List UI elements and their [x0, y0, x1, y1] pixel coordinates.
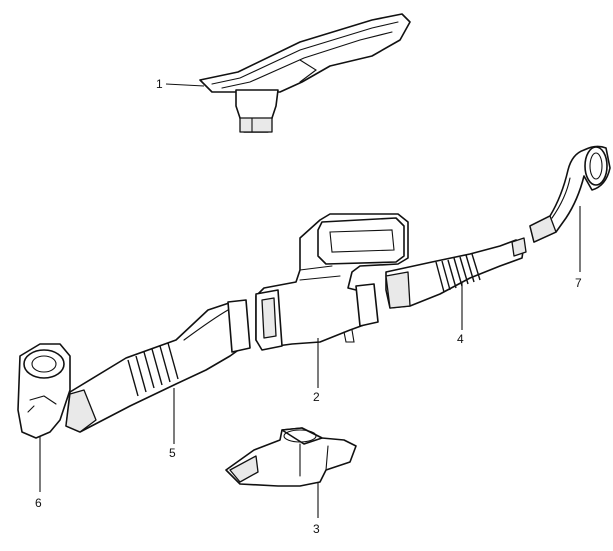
part-2-center-housing [255, 213, 409, 351]
callout-labels: 1 2 3 4 5 6 7 [35, 77, 582, 536]
callout-4: 4 [457, 332, 464, 346]
callout-7: 7 [575, 276, 582, 290]
part-4-ribbed-hose [385, 237, 527, 309]
part-7-vent-hose [529, 145, 611, 243]
part-1-defroster-vent [199, 13, 411, 133]
callout-1: 1 [156, 77, 163, 91]
leader-lines [39, 83, 581, 518]
leader-1 [165, 83, 205, 87]
callout-3: 3 [313, 522, 320, 536]
part-6-end-vent [17, 343, 71, 439]
callout-5: 5 [169, 446, 176, 460]
callout-6: 6 [35, 496, 42, 510]
callout-2: 2 [313, 390, 320, 404]
part-5-ribbed-duct [65, 299, 251, 433]
part-3-lower-vent [225, 427, 357, 487]
